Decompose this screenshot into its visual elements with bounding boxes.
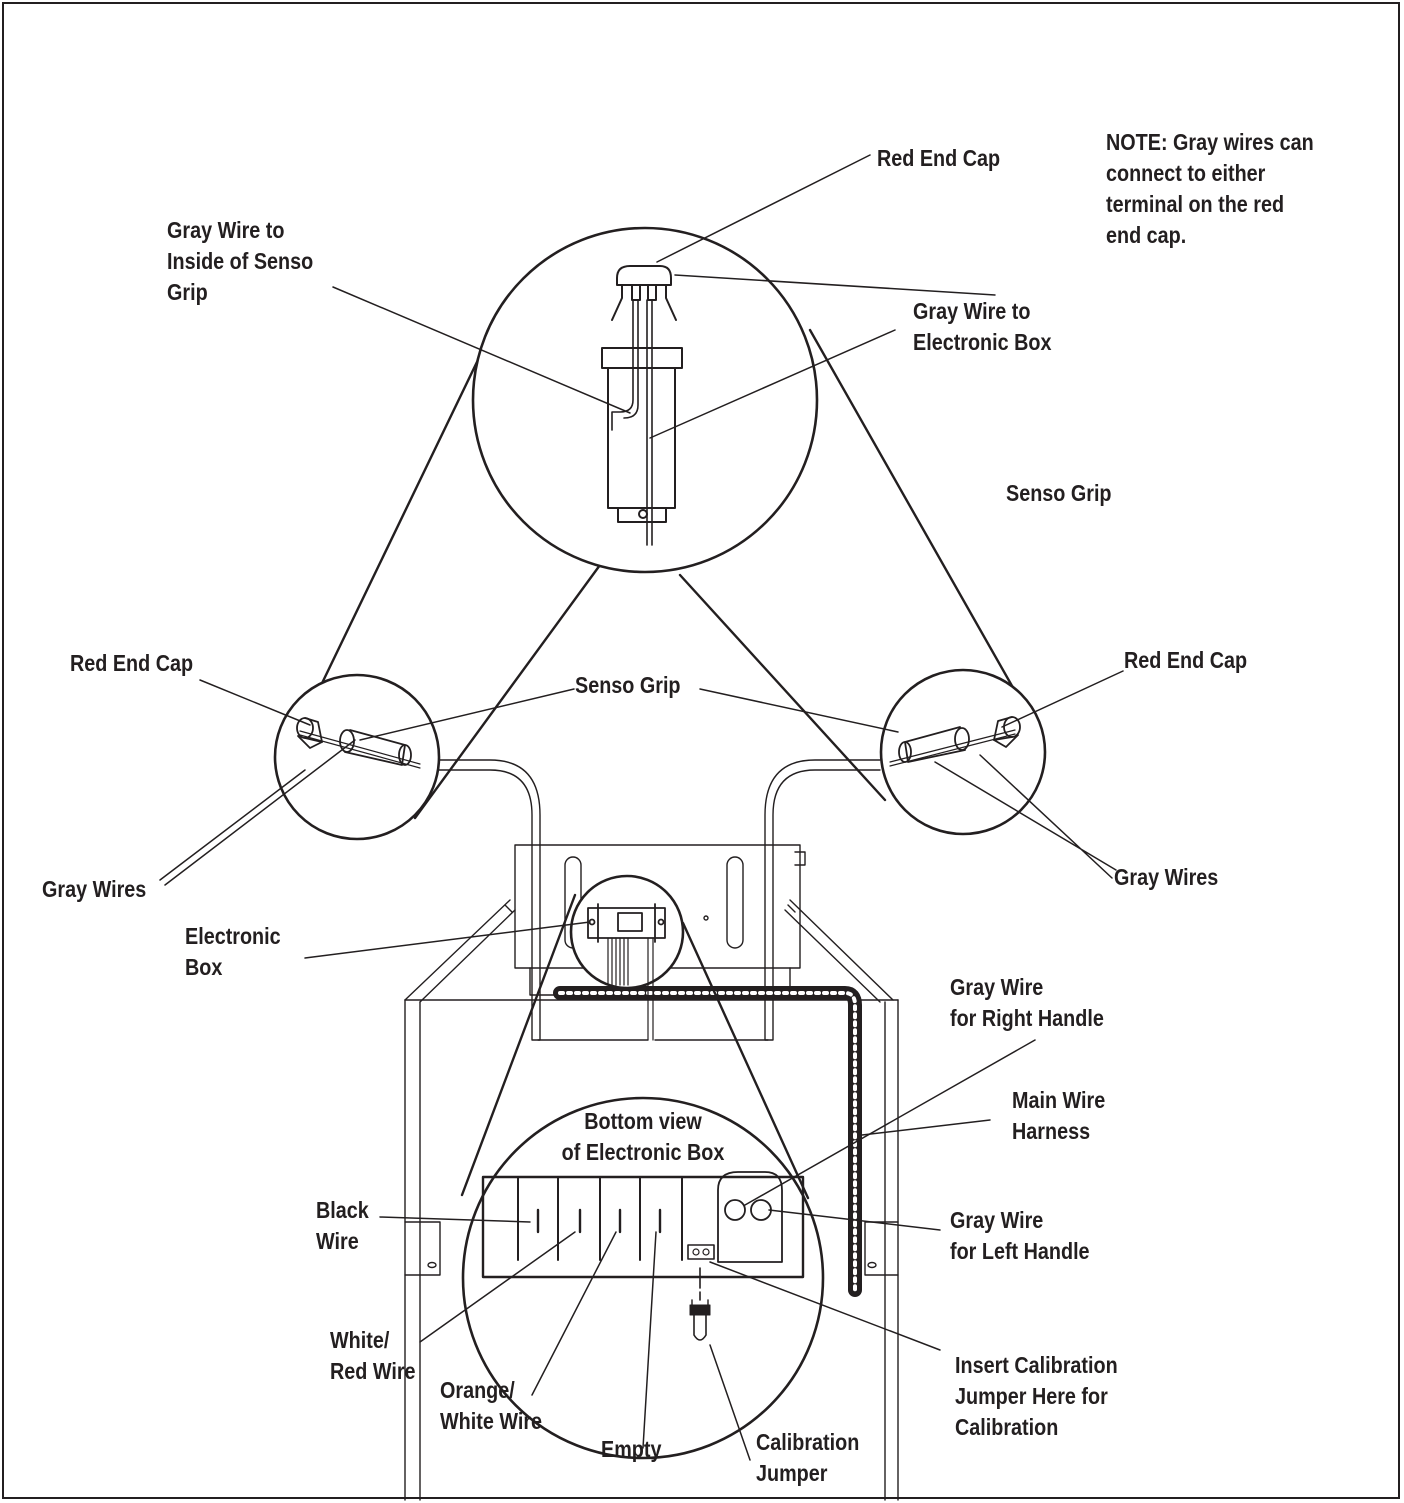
label-white-red-wire: White/ Red Wire <box>330 1327 416 1384</box>
left-grip-detail <box>296 717 421 769</box>
senso-grip-detail <box>601 265 683 546</box>
label-red-end-cap-right: Red End Cap <box>1124 647 1248 673</box>
label-gray-wire-electronic-box: Gray Wire to Electronic Box <box>913 298 1052 355</box>
label-main-wire-harness: Main Wire Harness <box>1012 1087 1106 1144</box>
label-gray-wires-right: Gray Wires <box>1114 864 1219 890</box>
label-gray-wire-right-handle: Gray Wire for Right Handle <box>950 974 1104 1031</box>
electronic-box-small <box>587 903 666 1041</box>
label-senso-grip-top: Senso Grip <box>1006 480 1112 506</box>
label-orange-white-wire: Orange/ White Wire <box>440 1377 543 1434</box>
label-black-wire: Black Wire <box>316 1197 369 1254</box>
electronic-box-bottom-view <box>481 1171 805 1341</box>
label-red-end-cap-top: Red End Cap <box>877 145 1001 171</box>
main-wire-harness <box>553 986 862 1297</box>
label-bottom-view: Bottom view of Electronic Box <box>561 1108 725 1165</box>
left-detail-circle <box>273 673 441 841</box>
label-red-end-cap-left: Red End Cap <box>70 650 194 676</box>
label-senso-grip-mid: Senso Grip <box>575 672 681 698</box>
label-insert-calibration-jumper: Insert Calibration Jumper Here for Calib… <box>955 1352 1118 1440</box>
label-gray-wire-left-handle: Gray Wire for Left Handle <box>950 1207 1090 1264</box>
callout-leaders <box>159 154 1124 1461</box>
right-detail-circle <box>879 668 1047 836</box>
label-calibration-jumper: Calibration Jumper <box>756 1429 860 1486</box>
magnify-lines <box>296 328 1022 1200</box>
label-empty: Empty <box>601 1436 662 1462</box>
note-text: NOTE: Gray wires can connect to either t… <box>1106 129 1314 248</box>
label-electronic-box: Electronic Box <box>185 923 281 980</box>
label-gray-wires-left: Gray Wires <box>42 876 147 902</box>
label-gray-wire-inside-grip: Gray Wire to Inside of Senso Grip <box>167 217 314 305</box>
right-grip-detail <box>889 716 1021 767</box>
top-detail-circle <box>471 226 819 574</box>
